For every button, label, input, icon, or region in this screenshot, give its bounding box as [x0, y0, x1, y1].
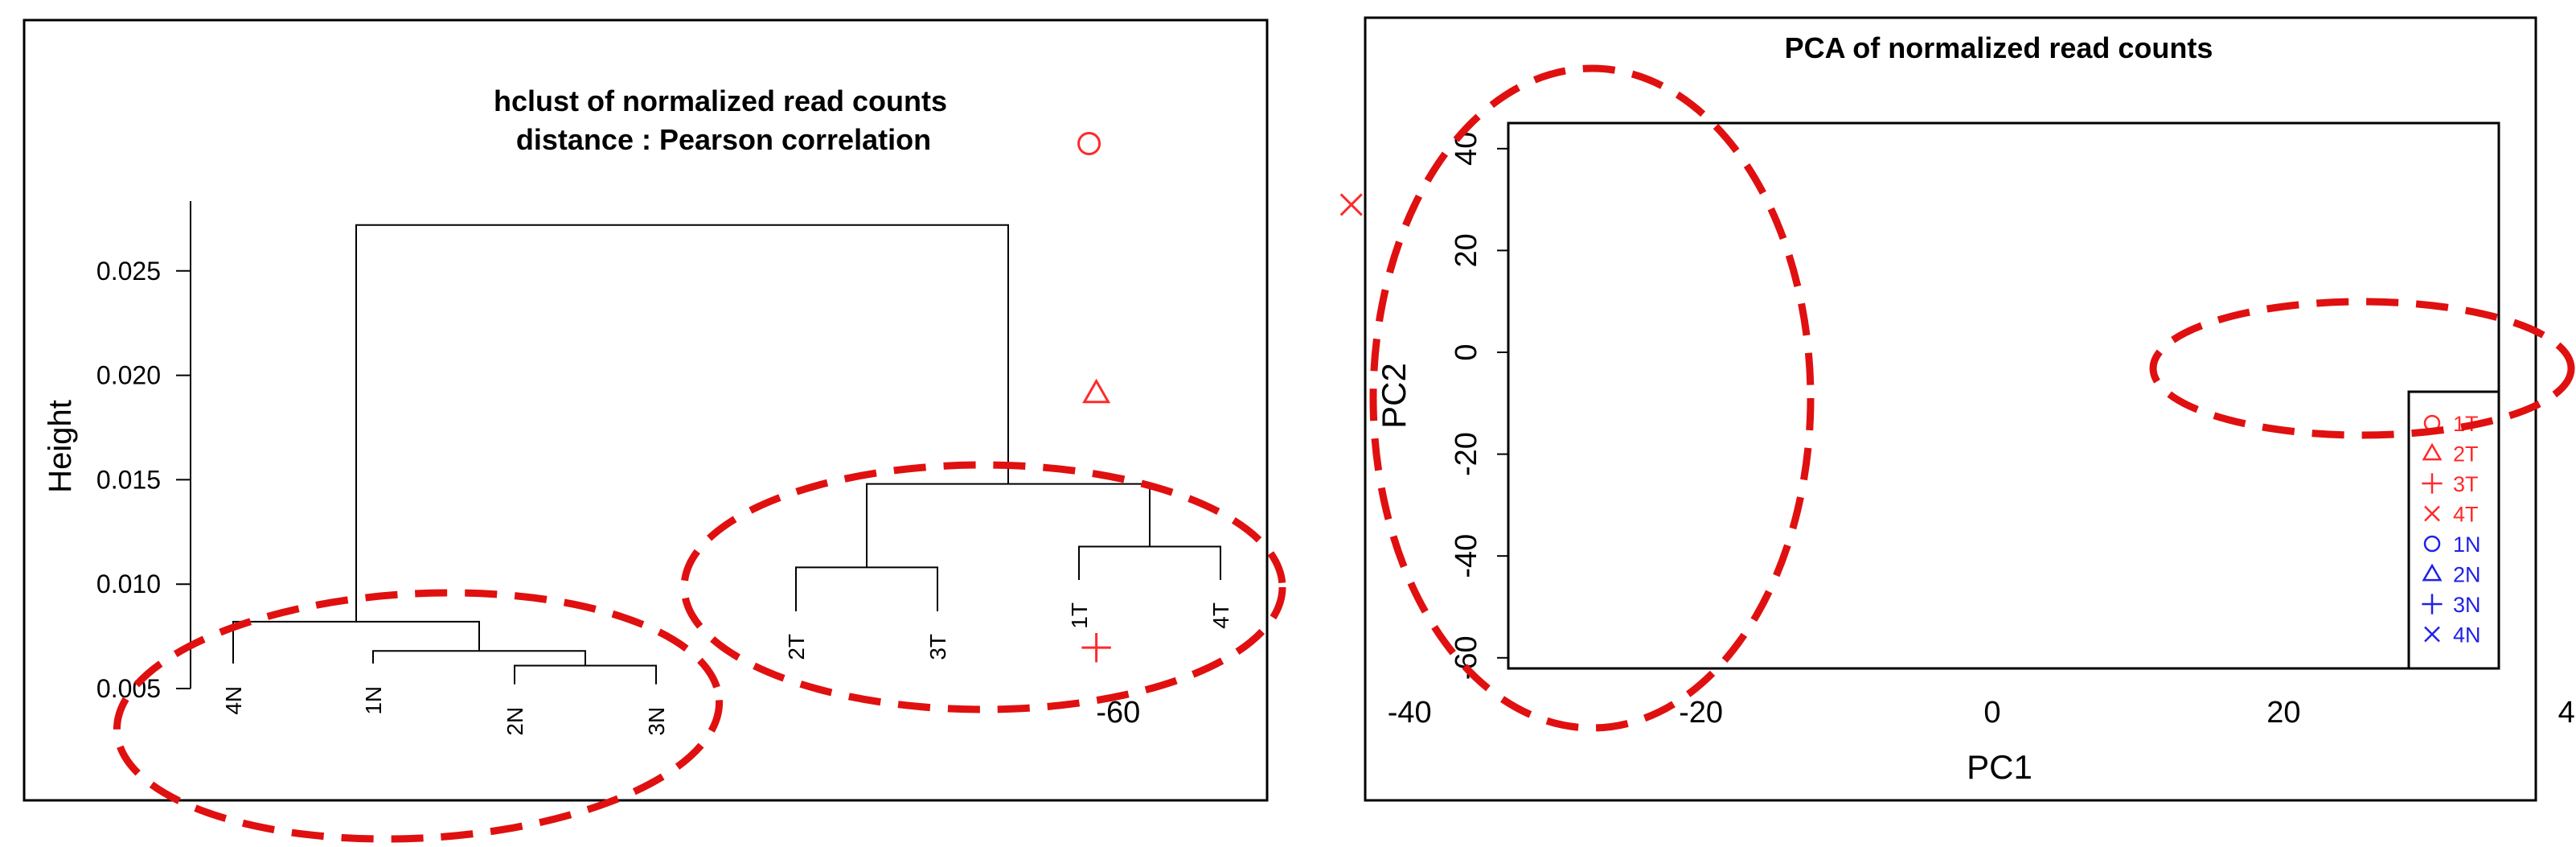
pca-y-label: PC2 — [1375, 363, 1413, 429]
dendrogram-title-line2: distance : Pearson correlation — [516, 123, 931, 156]
legend-label-3t: 3T — [2453, 472, 2479, 496]
dendrogram-branch — [232, 620, 480, 664]
pca-y-tick-label: 0 — [1450, 343, 1483, 360]
pca-y-tick-label: -20 — [1450, 432, 1483, 476]
dendrogram-leaf-label: 3T — [925, 634, 950, 660]
legend-label-2n: 2N — [2453, 563, 2481, 587]
pca-x-tick-label: 0 — [1983, 696, 2000, 730]
dendrogram-y-tick-label: 0.025 — [96, 257, 161, 286]
dendrogram-branches — [232, 224, 1221, 685]
pca-x-tick-label: -40 — [1388, 696, 1432, 730]
dendrogram-leaf-label: 2T — [784, 634, 809, 660]
dendrogram-leaf-label: 4T — [1208, 602, 1233, 629]
legend-label-4t: 4T — [2453, 503, 2479, 527]
legend-marker-3n — [2422, 594, 2443, 615]
pca-legend-box — [2407, 390, 2500, 670]
legend-marker-3t — [2422, 473, 2443, 494]
pca-x-tick-label: -20 — [1679, 696, 1723, 730]
legend-marker-4n — [2424, 626, 2440, 643]
legend-label-2t: 2T — [2453, 442, 2479, 467]
dendrogram-leaf-label: 1T — [1067, 602, 1092, 629]
pca-tumor-ellipse — [1369, 64, 1815, 732]
pca-point-1t — [1077, 131, 1101, 155]
dendrogram-leaf-label: 1N — [361, 686, 386, 715]
dendrogram-frame — [23, 19, 1269, 802]
dendrogram-branch — [866, 483, 1151, 568]
pca-point-3t — [1081, 632, 1111, 663]
tumor-cluster-ellipse — [680, 461, 1286, 713]
legend-label-3n: 3N — [2453, 593, 2481, 617]
dendrogram-y-tick-label: 0.005 — [96, 674, 161, 703]
dendrogram-y-tick-label: 0.020 — [96, 361, 161, 390]
pca-point-2t — [1082, 378, 1111, 404]
pca-plot-box — [1507, 121, 2500, 670]
pca-y-tick-label: 20 — [1450, 233, 1483, 267]
highlight-annotations — [113, 64, 2575, 843]
pca-x-tick-label: 40 — [2558, 696, 2576, 730]
legend-label-1n: 1N — [2453, 532, 2481, 557]
dendrogram-panel: hclust of normalized read counts distanc… — [23, 19, 1269, 802]
dendrogram-y-ticks: 0.005 0.010 0.015 0.020 0.025 — [96, 257, 191, 703]
dendrogram-leaf-label: 2N — [502, 707, 527, 736]
pca-x-ticks: -60-40-200204060 — [1096, 696, 2576, 730]
dendrogram-branch — [795, 566, 938, 611]
dendrogram-title-line1: hclust of normalized read counts — [494, 84, 947, 117]
dendrogram-leaf-labels: 4N 1N 2N 3N 2T 3T 1T 4T — [221, 602, 1233, 736]
dendrogram-leaf-label: 3N — [644, 707, 669, 736]
dendrogram-branch — [1078, 545, 1221, 581]
pca-x-label: PC1 — [1967, 748, 2032, 786]
pca-normal-ellipse — [2149, 298, 2575, 439]
pca-title: PCA of normalized read counts — [1785, 31, 2213, 64]
normal-cluster-ellipse — [113, 589, 724, 843]
dendrogram-y-tick-label: 0.015 — [96, 465, 161, 494]
dendrogram-branch — [355, 224, 1009, 622]
pca-frame — [1364, 16, 2537, 802]
pca-point-4t — [1339, 193, 1363, 216]
pca-points — [1077, 131, 1363, 663]
legend-marker-1n — [2423, 535, 2441, 553]
dendrogram-branch — [372, 650, 586, 666]
dendrogram-y-tick-label: 0.010 — [96, 569, 161, 598]
pca-x-tick-label: 20 — [2266, 696, 2300, 730]
dendrogram-leaf-label: 4N — [221, 686, 246, 715]
pca-y-tick-label: -40 — [1450, 534, 1483, 578]
legend-label-4n: 4N — [2453, 623, 2481, 648]
legend-marker-2t — [2422, 442, 2443, 461]
legend-marker-4t — [2424, 505, 2440, 522]
dendrogram-branch — [514, 664, 657, 685]
legend-marker-2n — [2422, 563, 2443, 582]
dendrogram-y-label: Height — [43, 400, 78, 493]
